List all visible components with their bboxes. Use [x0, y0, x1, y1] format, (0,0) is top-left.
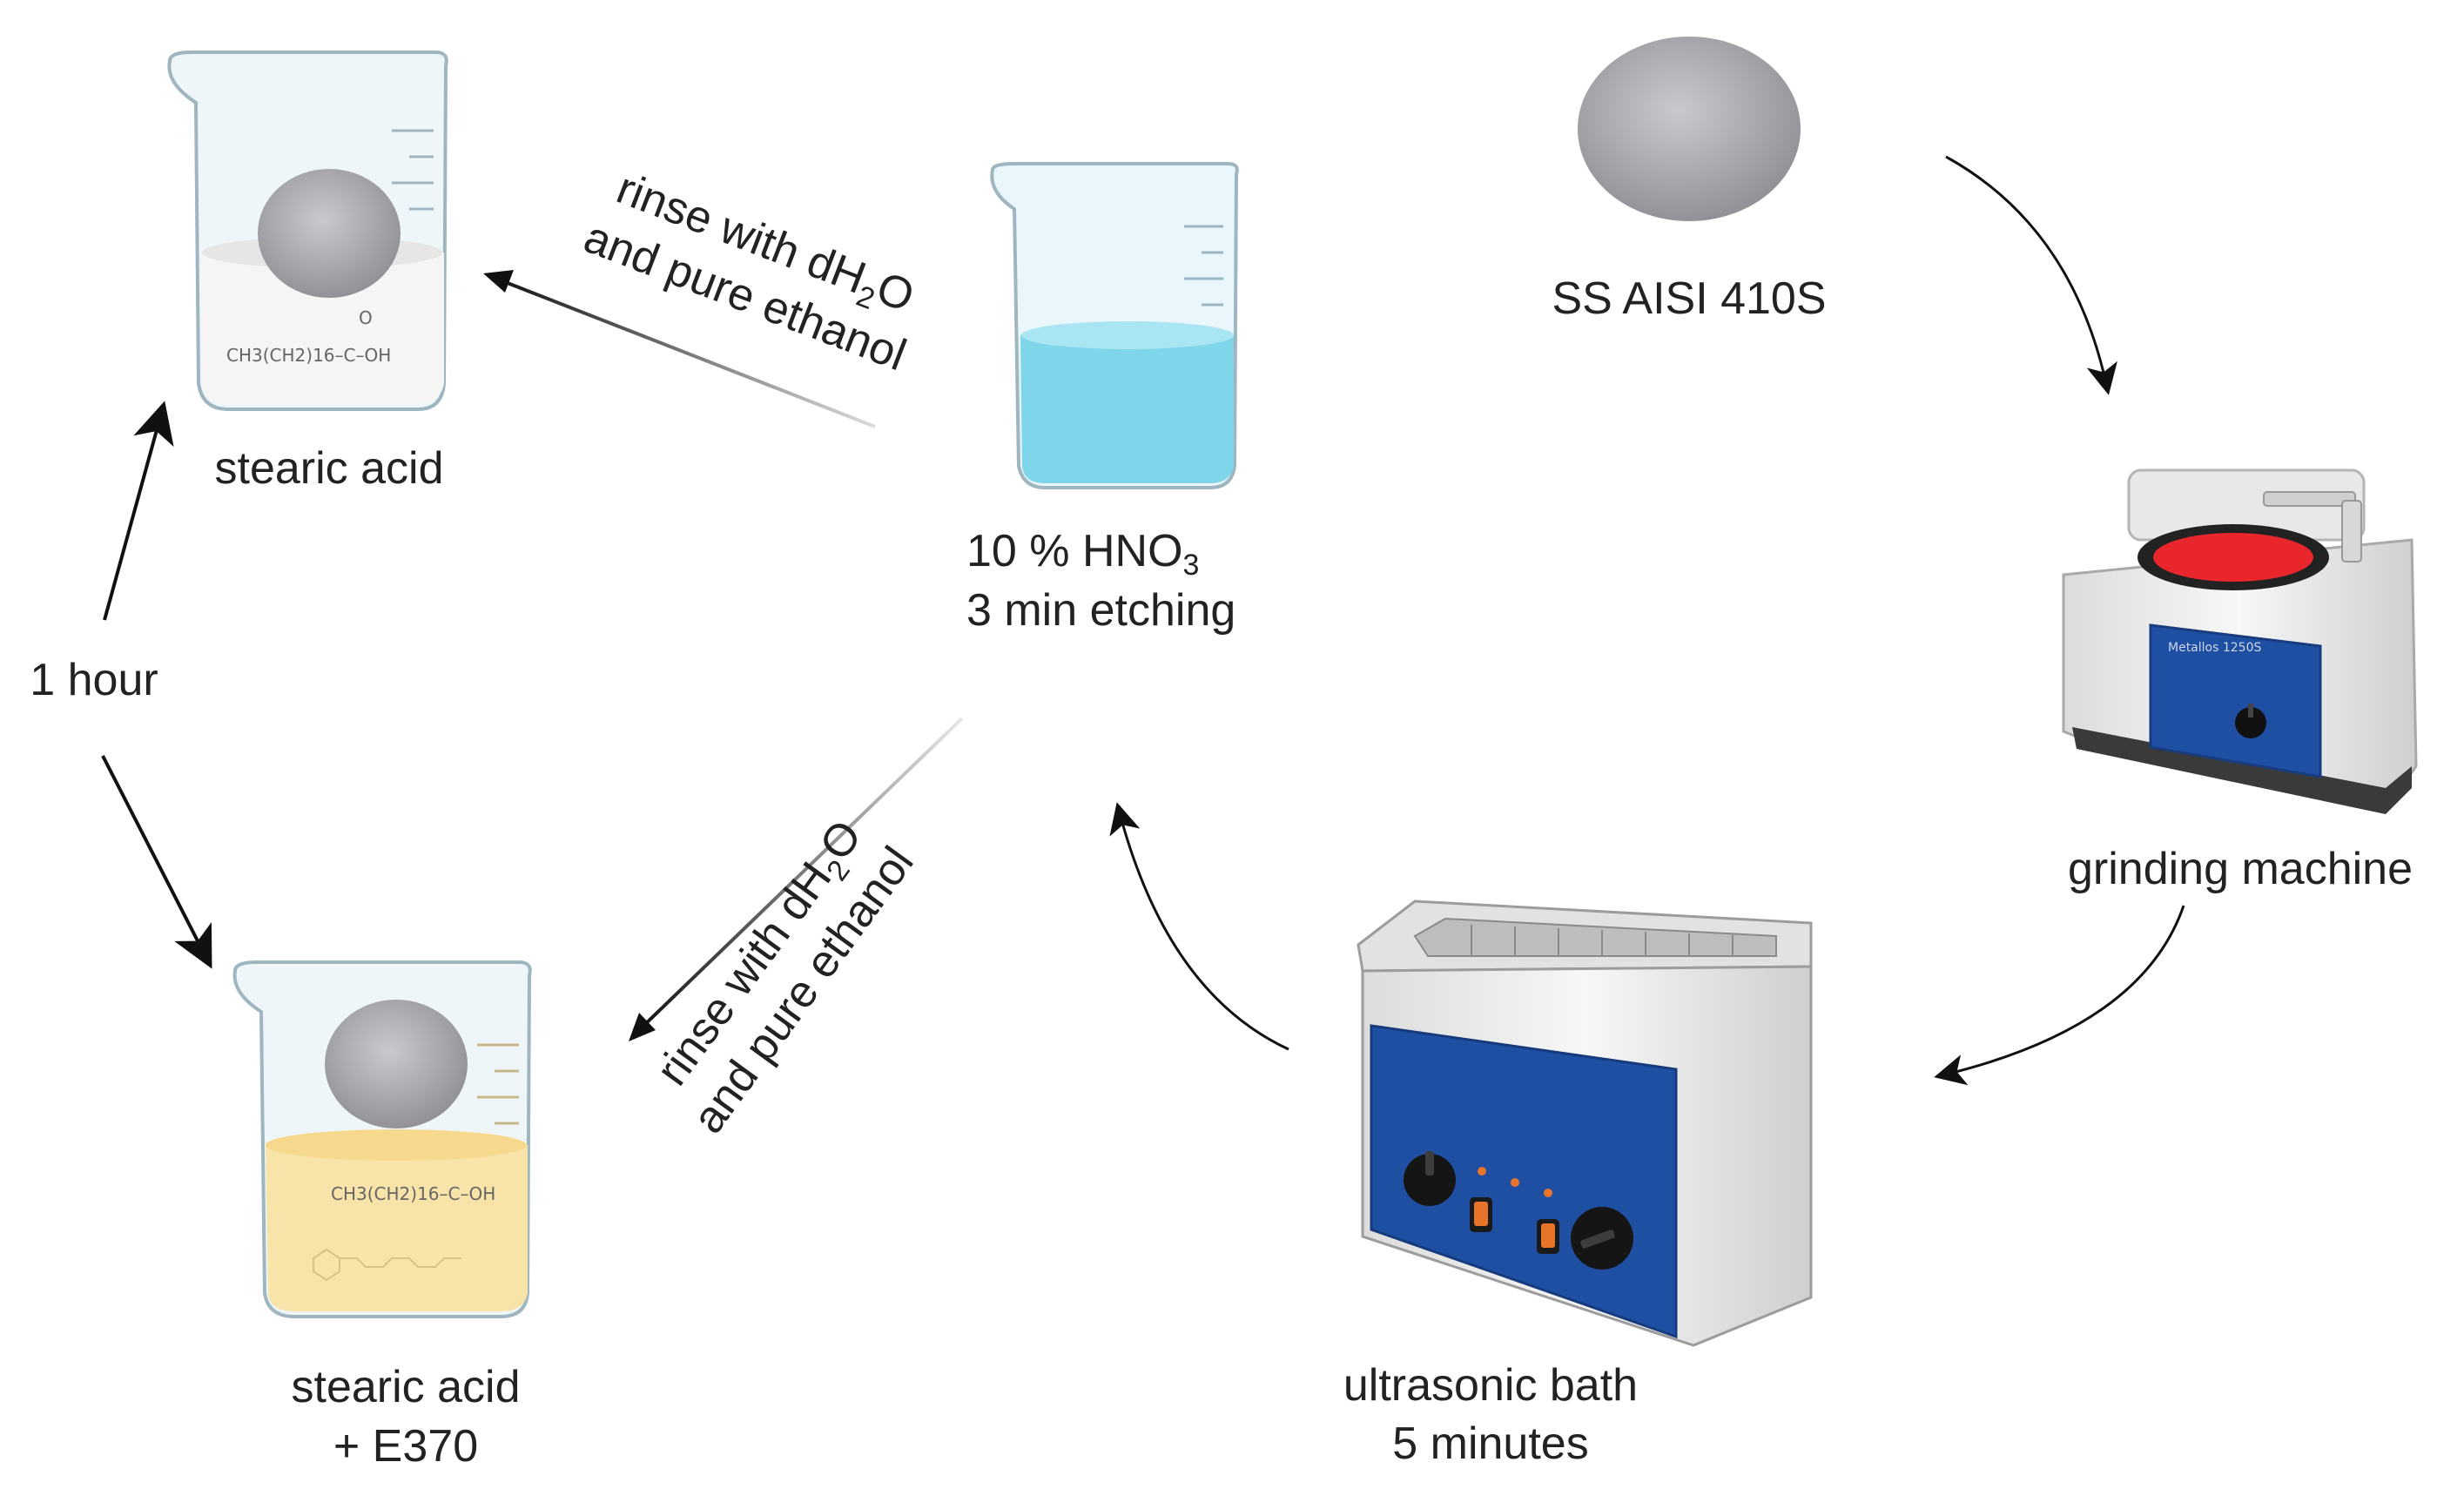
bath-left-knob	[1404, 1154, 1456, 1206]
bath-indicator-1	[1478, 1167, 1486, 1176]
stearic-formula: CH3(CH2)16–C–OH	[226, 345, 391, 366]
bath-indicator-3	[1544, 1189, 1552, 1197]
hno3-label-2: 3 min etching	[966, 585, 1235, 636]
grinder-knob	[2235, 707, 2266, 738]
arrow-hno3-to-e370	[638, 717, 964, 1031]
rinse-top-text: rinse with dH2O and pure ethanol	[577, 163, 920, 381]
arrow-hno3-to-e370-head	[629, 1013, 656, 1041]
stearic-liquid	[200, 243, 444, 404]
grinder-arm	[2263, 491, 2356, 507]
arrow-sample-to-grinder	[1945, 155, 2117, 395]
e370-beaker: CH3(CH2)16–C–OH stearic acid + E370	[232, 960, 532, 1472]
ss-sample-disk	[1578, 37, 1801, 221]
bath-indicator-2	[1511, 1178, 1519, 1187]
arrow-hno3-to-stearic-head	[483, 270, 514, 293]
e370-liquid	[266, 1136, 528, 1311]
ultrasonic-label-1: ultrasonic bath	[1343, 1360, 1638, 1411]
hno3-liquid	[1020, 327, 1234, 483]
e370-sample-disk	[325, 1000, 468, 1129]
e370-molecule	[313, 1248, 461, 1282]
arrow-grinder-to-ultrasonic	[1934, 905, 2185, 1086]
bath-right-knob-pointer	[1580, 1230, 1615, 1249]
ss-sample-label: SS AISI 410S	[1552, 273, 1826, 324]
arrow-ultrasonic-to-hno3	[1109, 802, 1289, 1051]
bath-basket-grid	[1471, 925, 1734, 956]
grinding-machine: Metallos 1250S grinding machine	[2062, 468, 2418, 894]
e370-graduations	[477, 1043, 519, 1125]
bath-basket	[1413, 917, 1777, 957]
stearic-carbonyl-o: O	[359, 307, 373, 328]
hour-label: 1 hour	[30, 655, 158, 705]
ultrasonic-label-2: 5 minutes	[1392, 1418, 1588, 1469]
arrow-hour-to-e370	[101, 755, 212, 969]
arrow-hour-to-stearic	[103, 401, 174, 621]
bath-switch-1-light	[1474, 1202, 1488, 1226]
stearic-beaker: O CH3(CH2)16–C–OH stearic acid	[167, 51, 448, 494]
ultrasonic-bath: ultrasonic bath 5 minutes	[1343, 899, 1813, 1469]
grinder-pad	[2153, 533, 2313, 582]
hno3-liquid-surface	[1021, 321, 1234, 349]
stearic-graduations	[392, 129, 434, 211]
grinder-knob-pointer	[2248, 704, 2253, 718]
e370-label-1: stearic acid	[292, 1362, 521, 1412]
bath-left-knob-pointer	[1425, 1151, 1434, 1176]
grinder-arm-post	[2341, 500, 2362, 563]
grinder-brand-label: Metallos 1250S	[2168, 641, 2261, 655]
hno3-beaker: 10 % HNO3 3 min etching	[966, 162, 1239, 636]
rinse-bottom-text: rinse with dH2O and pure ethanol	[647, 812, 924, 1142]
stearic-sample-disk	[258, 169, 401, 298]
grinder-control-panel	[2149, 623, 2322, 778]
grinding-machine-label: grinding machine	[2068, 844, 2413, 894]
e370-liquid-surface	[266, 1129, 527, 1161]
e370-label-2: + E370	[333, 1421, 478, 1472]
stearic-label: stearic acid	[215, 443, 444, 494]
ss-sample: SS AISI 410S	[1552, 37, 1827, 324]
bath-switch-2-light	[1541, 1223, 1555, 1248]
hno3-label-1: 10 % HNO3	[966, 526, 1199, 582]
e370-formula: CH3(CH2)16–C–OH	[331, 1183, 495, 1204]
arrow-hno3-to-stearic	[491, 275, 876, 428]
hno3-graduations	[1184, 225, 1223, 307]
